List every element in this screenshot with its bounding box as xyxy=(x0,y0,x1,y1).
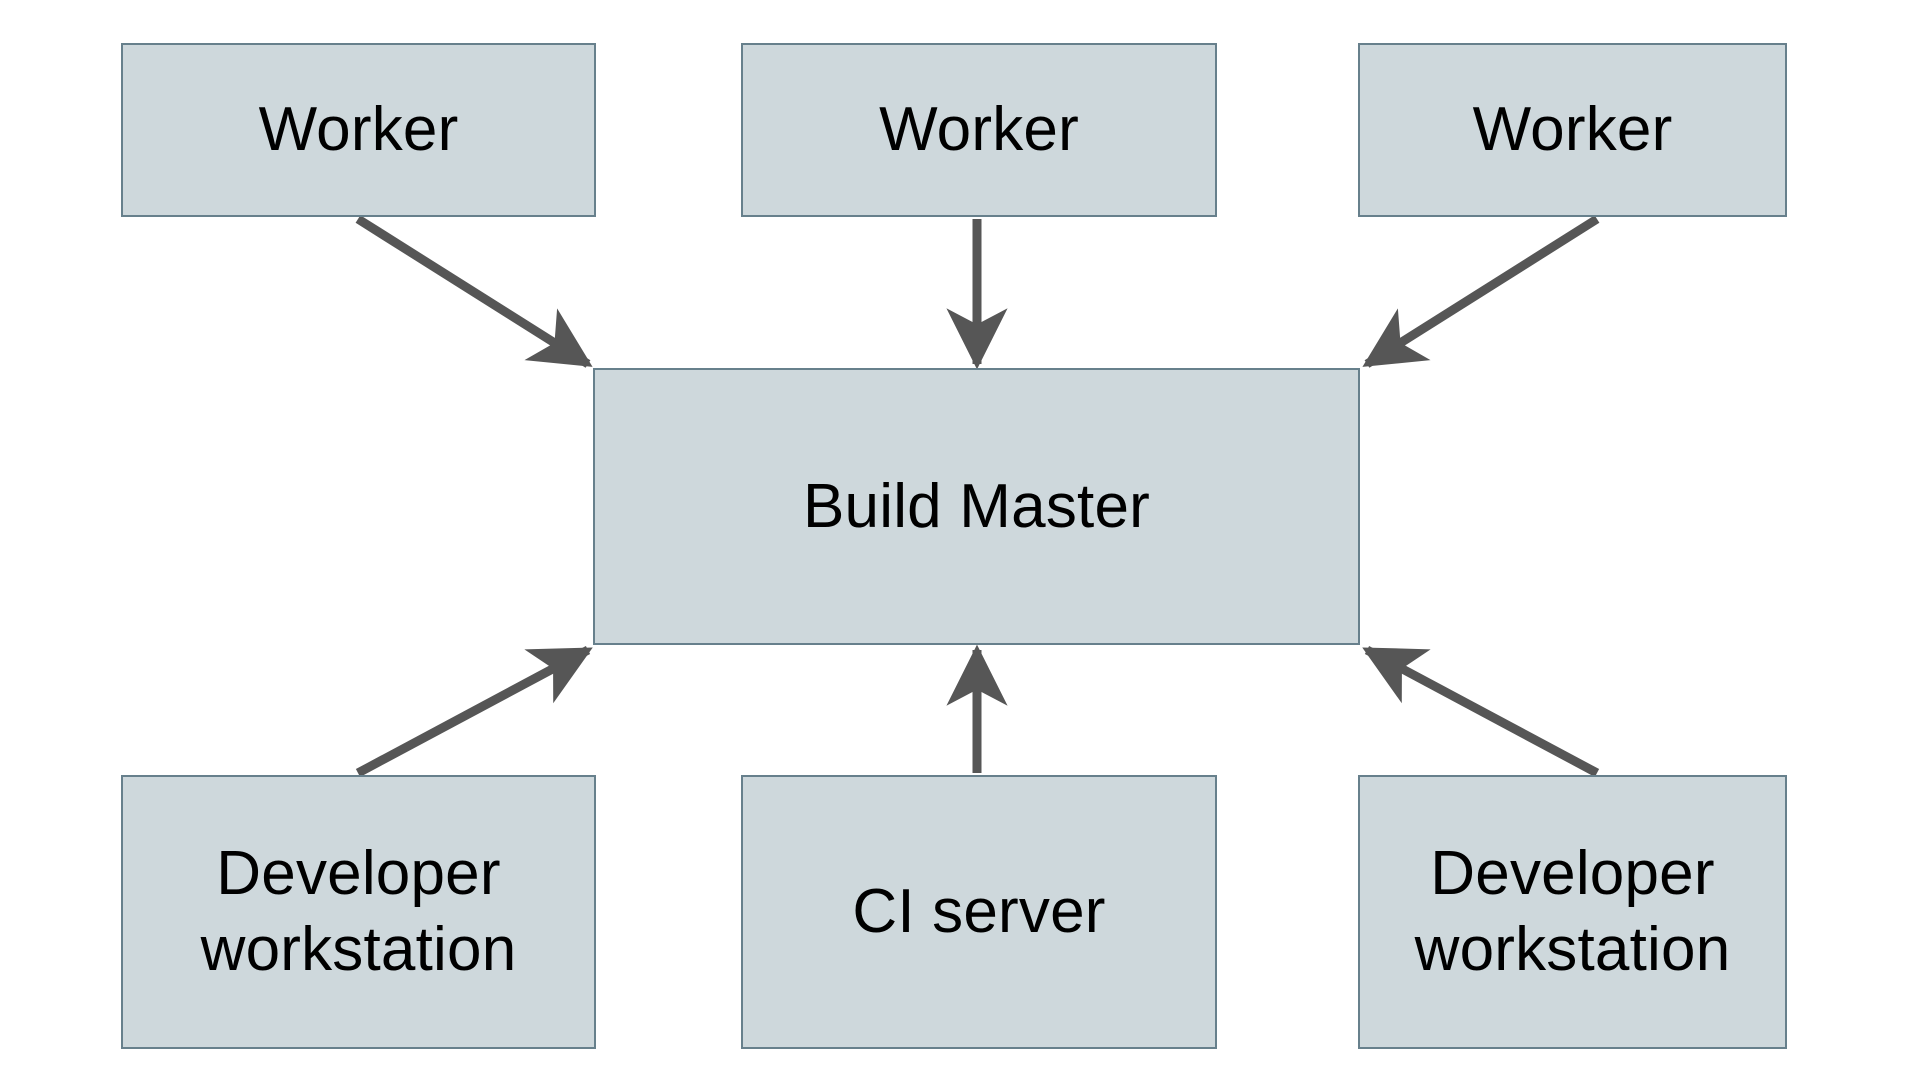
node-ci-server-label: CI server xyxy=(852,877,1106,947)
edge-dev-ws-left-to-build-master xyxy=(355,646,593,777)
node-build-master[interactable]: Build Master xyxy=(593,368,1360,645)
edge-worker-right-to-build-master xyxy=(1362,215,1600,368)
node-worker-right-label: Worker xyxy=(1472,95,1673,165)
node-worker-center-label: Worker xyxy=(879,95,1079,165)
node-developer-workstation-left[interactable]: Developer workstation xyxy=(121,775,596,1049)
node-worker-left-label: Worker xyxy=(258,95,459,165)
edge-worker-left-to-build-master xyxy=(355,215,593,368)
edge-dev-ws-right-to-build-master xyxy=(1362,646,1600,777)
node-developer-workstation-left-label: Developer workstation xyxy=(200,839,517,984)
node-worker-center[interactable]: Worker xyxy=(741,43,1217,217)
node-developer-workstation-right[interactable]: Developer workstation xyxy=(1358,775,1787,1049)
node-build-master-label: Build Master xyxy=(803,471,1150,541)
node-worker-left[interactable]: Worker xyxy=(121,43,596,217)
node-developer-workstation-right-label: Developer workstation xyxy=(1414,839,1731,984)
node-ci-server[interactable]: CI server xyxy=(741,775,1217,1049)
node-worker-right[interactable]: Worker xyxy=(1358,43,1787,217)
